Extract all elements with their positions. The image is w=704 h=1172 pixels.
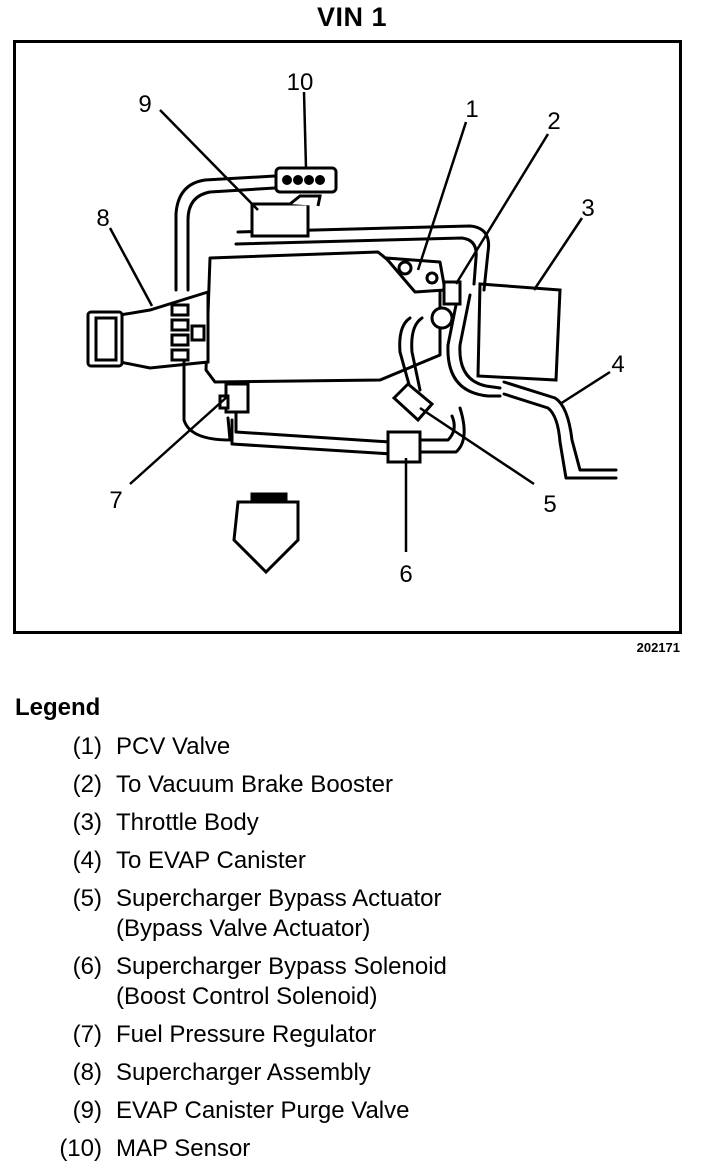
legend-item-number: (2): [72, 771, 102, 798]
legend-item-number: (5): [72, 885, 102, 912]
callout-10: 10: [287, 69, 314, 96]
legend-item: (5) Supercharger Bypass Actuator (Bypass V…: [0, 884, 704, 944]
pcv-valve: [430, 280, 462, 330]
legend-item-number: (7): [72, 1021, 102, 1048]
legend-item-number: (3): [72, 809, 102, 836]
legend-item-text: MAP Sensor: [116, 1134, 704, 1164]
legend-item: (8) Supercharger Assembly: [0, 1058, 704, 1088]
map-sensor: [274, 166, 338, 194]
legend-item: (3) Throttle Body: [0, 808, 704, 838]
callout-1: 1: [465, 96, 478, 123]
legend-item: (10) MAP Sensor: [0, 1134, 704, 1164]
legend-heading: Legend: [15, 694, 101, 721]
legend-item-number: (10): [59, 1135, 102, 1162]
legend-item: (7) Fuel Pressure Regulator: [0, 1020, 704, 1050]
callout-6: 6: [399, 561, 412, 588]
callout-leaders: [108, 91, 611, 552]
legend-item-text: Supercharger Assembly: [116, 1058, 704, 1088]
legend-item-line: (Boost Control Solenoid): [116, 983, 378, 1010]
legend-item-text: Supercharger Bypass Solenoid (Boost Contr…: [116, 952, 704, 1012]
legend-item: (6) Supercharger Bypass Solenoid (Boost Co…: [0, 952, 704, 1012]
legend-item-number: (8): [72, 1059, 102, 1086]
callout-2: 2: [547, 108, 560, 135]
legend-item-line: To EVAP Canister: [116, 847, 306, 874]
evap-purge-valve: [250, 194, 322, 238]
legend-item: (9) EVAP Canister Purge Valve: [0, 1096, 704, 1126]
legend-item-number: (4): [72, 847, 102, 874]
legend-item-text: To EVAP Canister: [116, 846, 704, 876]
legend-item: (2) To Vacuum Brake Booster: [0, 770, 704, 800]
legend-item-line: Supercharger Assembly: [116, 1059, 371, 1086]
callout-5: 5: [543, 491, 556, 518]
legend-item-line: Supercharger Bypass Actuator: [116, 885, 442, 912]
callout-3: 3: [581, 195, 594, 222]
legend-item-text: Fuel Pressure Regulator: [116, 1020, 704, 1050]
legend-item-line: PCV Valve: [116, 733, 231, 760]
legend-item: (4) To EVAP Canister: [0, 846, 704, 876]
legend-item-text: PCV Valve: [116, 732, 704, 762]
legend-list: (1) PCV Valve (2) To Vacuum Brake Booster (3…: [0, 732, 704, 1172]
legend-item-line: Throttle Body: [116, 809, 259, 836]
legend-item-text: Throttle Body: [116, 808, 704, 838]
legend-item-number: (9): [72, 1097, 102, 1124]
callout-7: 7: [109, 487, 122, 514]
diagram-title: VIN 1: [316, 2, 388, 32]
callout-4: 4: [611, 351, 624, 378]
legend-item: (1) PCV Valve: [0, 732, 704, 762]
supercharger-nose: [86, 289, 210, 370]
legend-item-line: To Vacuum Brake Booster: [116, 771, 394, 798]
front-arrow-icon: [232, 492, 300, 575]
supercharger-body: [204, 250, 447, 384]
legend-item-text: EVAP Canister Purge Valve: [116, 1096, 704, 1126]
legend-item-line: EVAP Canister Purge Valve: [116, 1097, 410, 1124]
bypass-solenoid: [386, 430, 422, 464]
legend-item-text: Supercharger Bypass Actuator (Bypass Valv…: [116, 884, 704, 944]
vacuum-hose-diagram: 1 2 3 4 5 6 7 8 9 10: [13, 40, 682, 634]
legend-item-number: (6): [72, 953, 102, 980]
callout-8: 8: [96, 205, 109, 232]
figure-id: 202171: [636, 640, 680, 655]
callout-9: 9: [138, 91, 151, 118]
legend-item-line: MAP Sensor: [116, 1135, 251, 1162]
legend-item-number: (1): [72, 733, 102, 760]
legend-item-line: Fuel Pressure Regulator: [116, 1021, 377, 1048]
throttle-body: [476, 282, 562, 382]
legend-item-line: Supercharger Bypass Solenoid: [116, 953, 447, 980]
legend-item-line: (Bypass Valve Actuator): [116, 915, 371, 942]
legend-item-text: To Vacuum Brake Booster: [116, 770, 704, 800]
